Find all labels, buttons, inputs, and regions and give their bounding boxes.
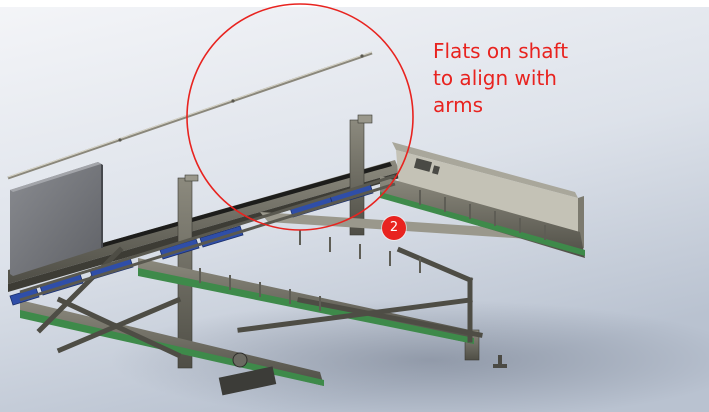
control-panel — [10, 162, 103, 276]
inner-rails — [19, 174, 396, 302]
annotation-note: Flats on shaft to align with arms — [433, 38, 703, 119]
annotation-line-1: Flats on shaft — [433, 39, 569, 63]
step-marker-badge: 2 — [382, 216, 406, 240]
highlight-circle — [186, 3, 414, 231]
leveling-feet — [493, 355, 507, 368]
annotation-line-3: arms — [433, 93, 484, 117]
top-white-strip — [0, 0, 709, 7]
long-shaft — [7, 51, 373, 180]
annotation-line-2: to align with — [433, 66, 557, 90]
cross-members — [36, 246, 483, 359]
roller-pins — [199, 190, 546, 311]
motor-box — [218, 352, 277, 396]
